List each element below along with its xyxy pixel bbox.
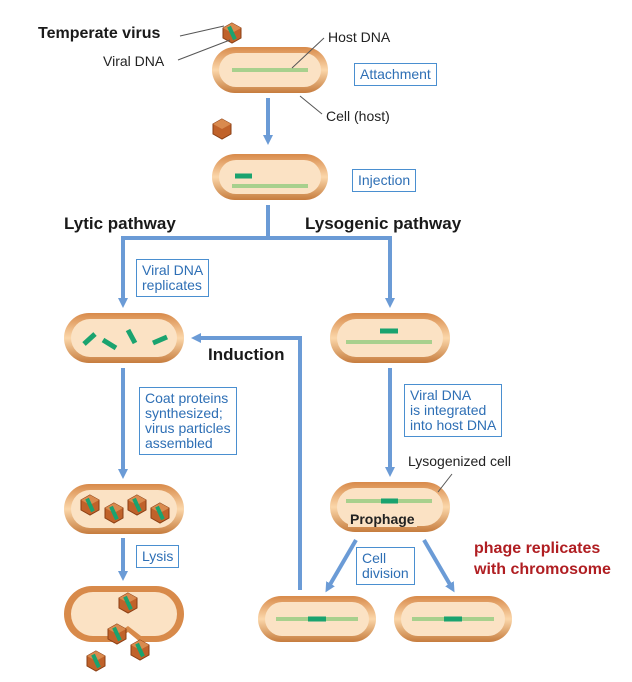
step-lysis: Lysis bbox=[136, 545, 180, 568]
pointer-lines bbox=[177, 25, 453, 493]
prophage-label: Prophage bbox=[348, 511, 417, 527]
empty-capsid-icon bbox=[212, 118, 232, 140]
step-viral-dna-replicates: Viral DNA replicates bbox=[136, 259, 210, 297]
daughter-cell-left bbox=[258, 596, 376, 642]
step-cell-division: Cell division bbox=[356, 547, 415, 585]
phage-replicates-note: phage replicates with chromosome bbox=[474, 540, 611, 578]
lytic-pathway-label: Lytic pathway bbox=[64, 214, 176, 233]
cell-host-label: Cell (host) bbox=[326, 108, 390, 124]
step-coat-proteins: Coat proteins synthesized; virus particl… bbox=[139, 387, 237, 455]
lytic-cell-assembled bbox=[64, 484, 184, 534]
host-cell-attachment bbox=[212, 47, 328, 93]
lysogenized-cell-label: Lysogenized cell bbox=[408, 453, 511, 469]
lysed-cell bbox=[64, 586, 184, 672]
daughter-cell-right bbox=[394, 596, 512, 642]
temperate-virus-icon bbox=[222, 22, 242, 44]
host-dna-label: Host DNA bbox=[328, 29, 391, 45]
step-injection: Injection bbox=[352, 169, 417, 192]
induction-label: Induction bbox=[208, 345, 285, 364]
lysogenic-cell bbox=[330, 313, 450, 363]
lytic-cell-replicating bbox=[64, 313, 184, 363]
host-cell-injection bbox=[212, 154, 328, 200]
step-attachment: Attachment bbox=[354, 63, 437, 86]
lysogenic-pathway-label: Lysogenic pathway bbox=[305, 214, 462, 233]
temperate-virus-label: Temperate virus bbox=[38, 25, 161, 42]
flow-arrows bbox=[118, 98, 455, 593]
step-integrated: Viral DNA is integrated into host DNA bbox=[404, 384, 503, 437]
viral-dna-label: Viral DNA bbox=[103, 53, 165, 69]
